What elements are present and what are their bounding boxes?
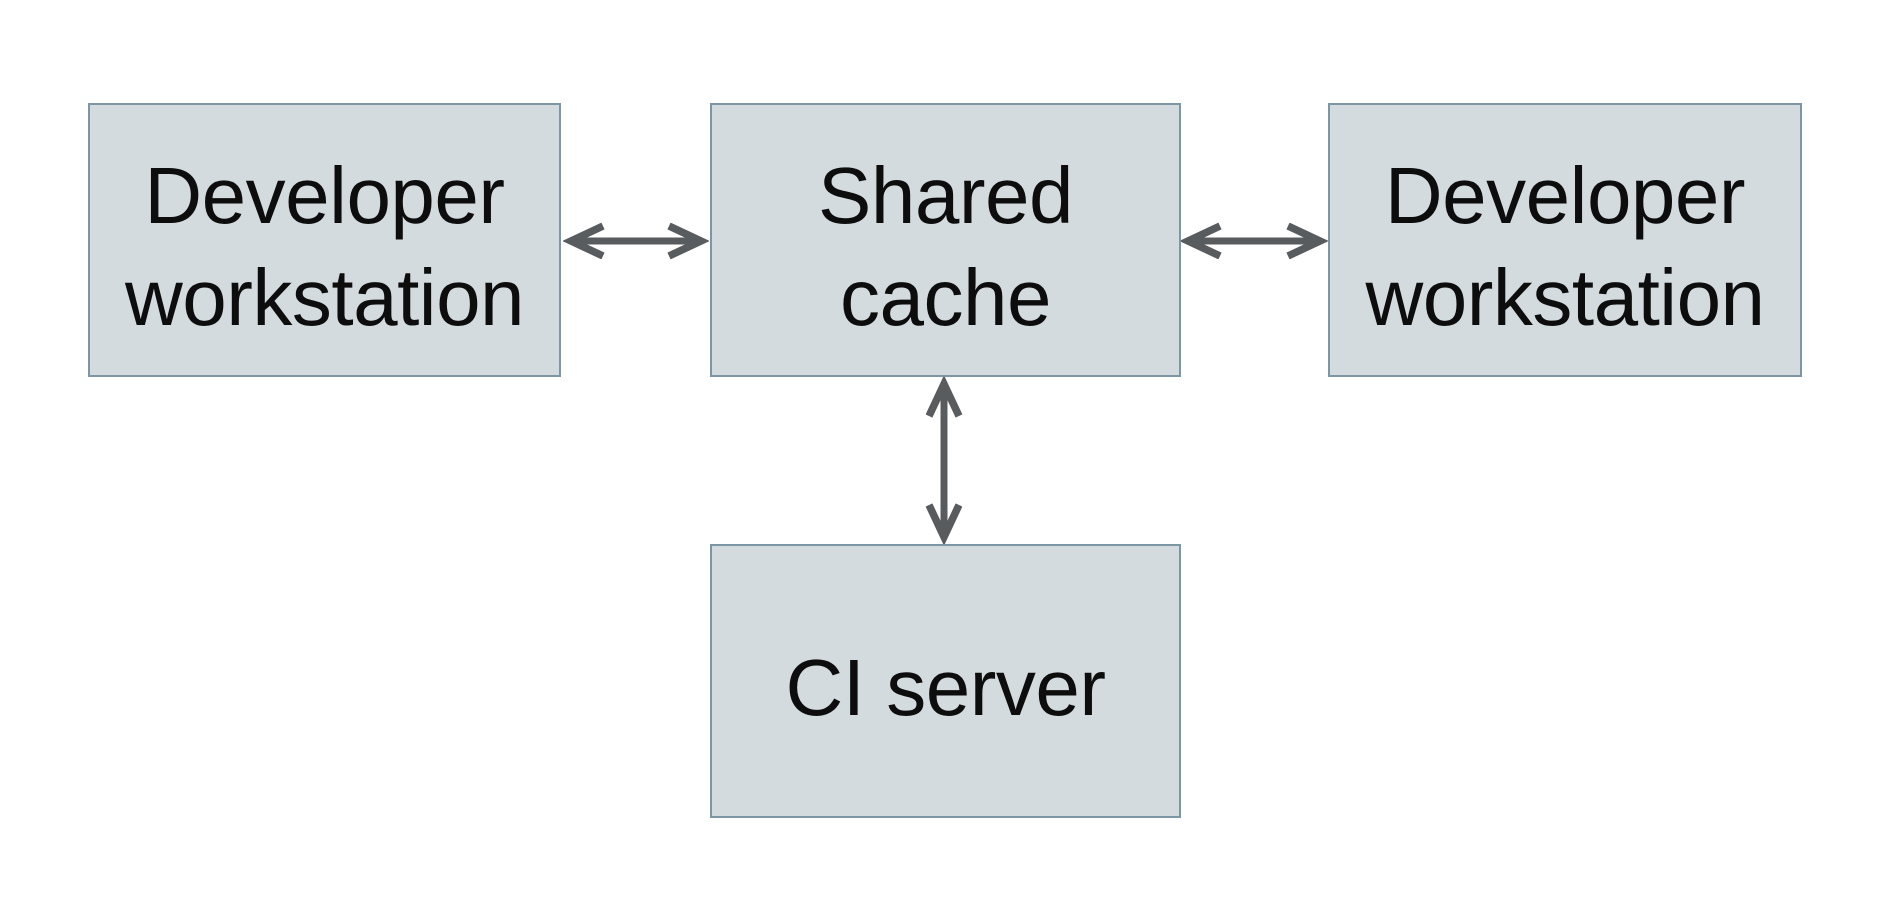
node-developer-workstation-right: Developer workstation — [1328, 103, 1802, 377]
node-shared-cache-label: Shared cache — [818, 150, 1073, 342]
node-ci-server: CI server — [710, 544, 1181, 818]
node-developer-workstation-left: Developer workstation — [88, 103, 561, 377]
node-ci-server-label: CI server — [785, 642, 1107, 732]
node-developer-workstation-left-label: Developer workstation — [124, 150, 525, 342]
node-shared-cache: Shared cache — [710, 103, 1181, 377]
node-developer-workstation-right-label: Developer workstation — [1365, 150, 1765, 342]
